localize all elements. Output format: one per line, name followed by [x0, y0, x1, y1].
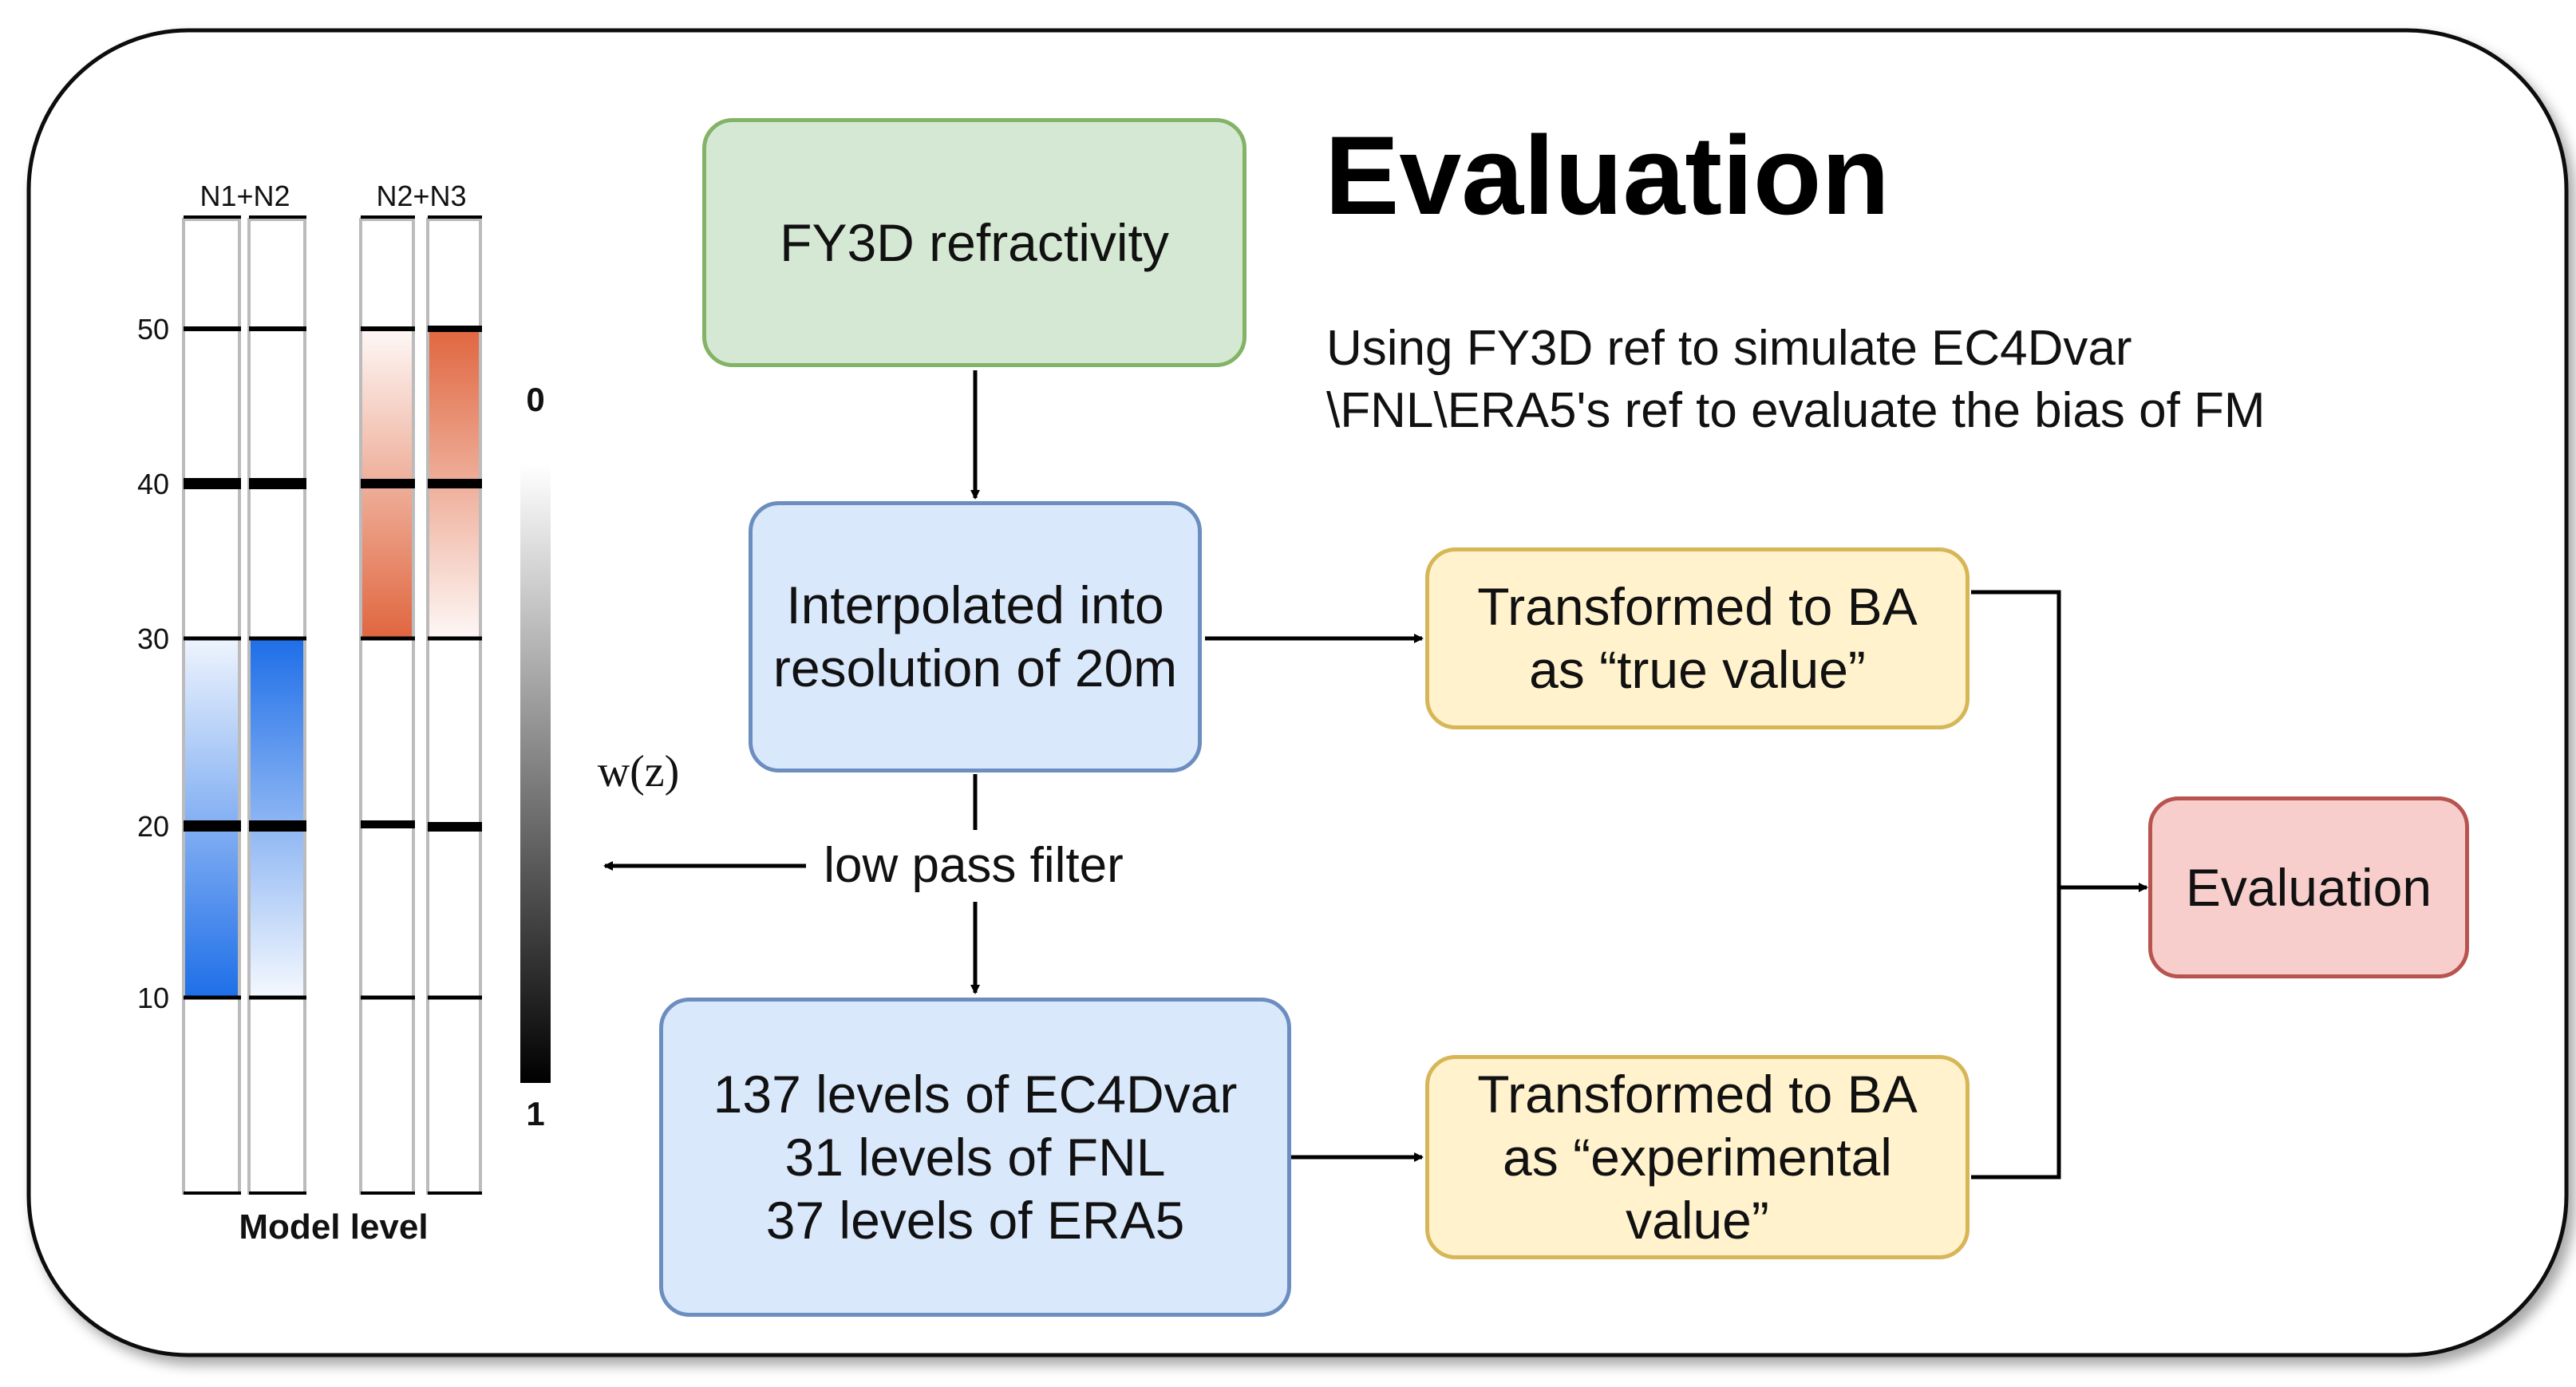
node-label: Transformed to BA as “experimental value…: [1477, 1064, 1918, 1250]
level-chart: N1+N2 N2+N3 50 40 30 20 10 Model level 0…: [137, 180, 679, 1247]
colorbar-label: w(z): [598, 747, 680, 796]
diagram-title: Evaluation: [1325, 113, 1890, 238]
colorbar-bottom-label: 1: [526, 1095, 544, 1132]
edge-label-low-pass-filter: low pass filter: [806, 830, 1141, 902]
node-label: 137 levels of EC4Dvar 31 levels of FNL 3…: [713, 1064, 1238, 1250]
weight-fill-blue: [251, 640, 303, 996]
node-model-levels: 137 levels of EC4Dvar 31 levels of FNL 3…: [659, 998, 1291, 1317]
weight-fill-blue: [185, 640, 238, 996]
x-axis-label: Model level: [239, 1207, 428, 1247]
node-ba-true-value: Transformed to BA as “true value”: [1425, 547, 1970, 729]
line-ba-true-to-junction: [1971, 590, 2061, 1180]
node-ba-experimental-value: Transformed to BA as “experimental value…: [1425, 1055, 1970, 1259]
y-tick: 30: [137, 622, 169, 655]
node-label: Transformed to BA as “true value”: [1477, 577, 1918, 699]
colorbar-top-label: 0: [526, 381, 544, 418]
y-tick: 20: [137, 810, 169, 843]
group-label: N1+N2: [200, 180, 290, 212]
node-label: Evaluation: [2185, 857, 2432, 917]
diagram-subtitle: Using FY3D ref to simulate EC4Dvar \FNL\…: [1326, 321, 2266, 438]
node-label: Interpolated into resolution of 20m: [772, 575, 1178, 697]
node-label: FY3D refractivity: [780, 212, 1169, 272]
y-tick: 40: [137, 468, 169, 500]
y-tick: 50: [137, 313, 169, 346]
y-tick: 10: [137, 982, 169, 1014]
colorbar: [520, 464, 551, 1083]
node-interpolated: Interpolated into resolution of 20m: [749, 501, 1202, 773]
node-fy3d-refractivity: FY3D refractivity: [702, 118, 1247, 367]
node-evaluation: Evaluation: [2148, 796, 2469, 978]
group-label: N2+N3: [376, 180, 466, 212]
